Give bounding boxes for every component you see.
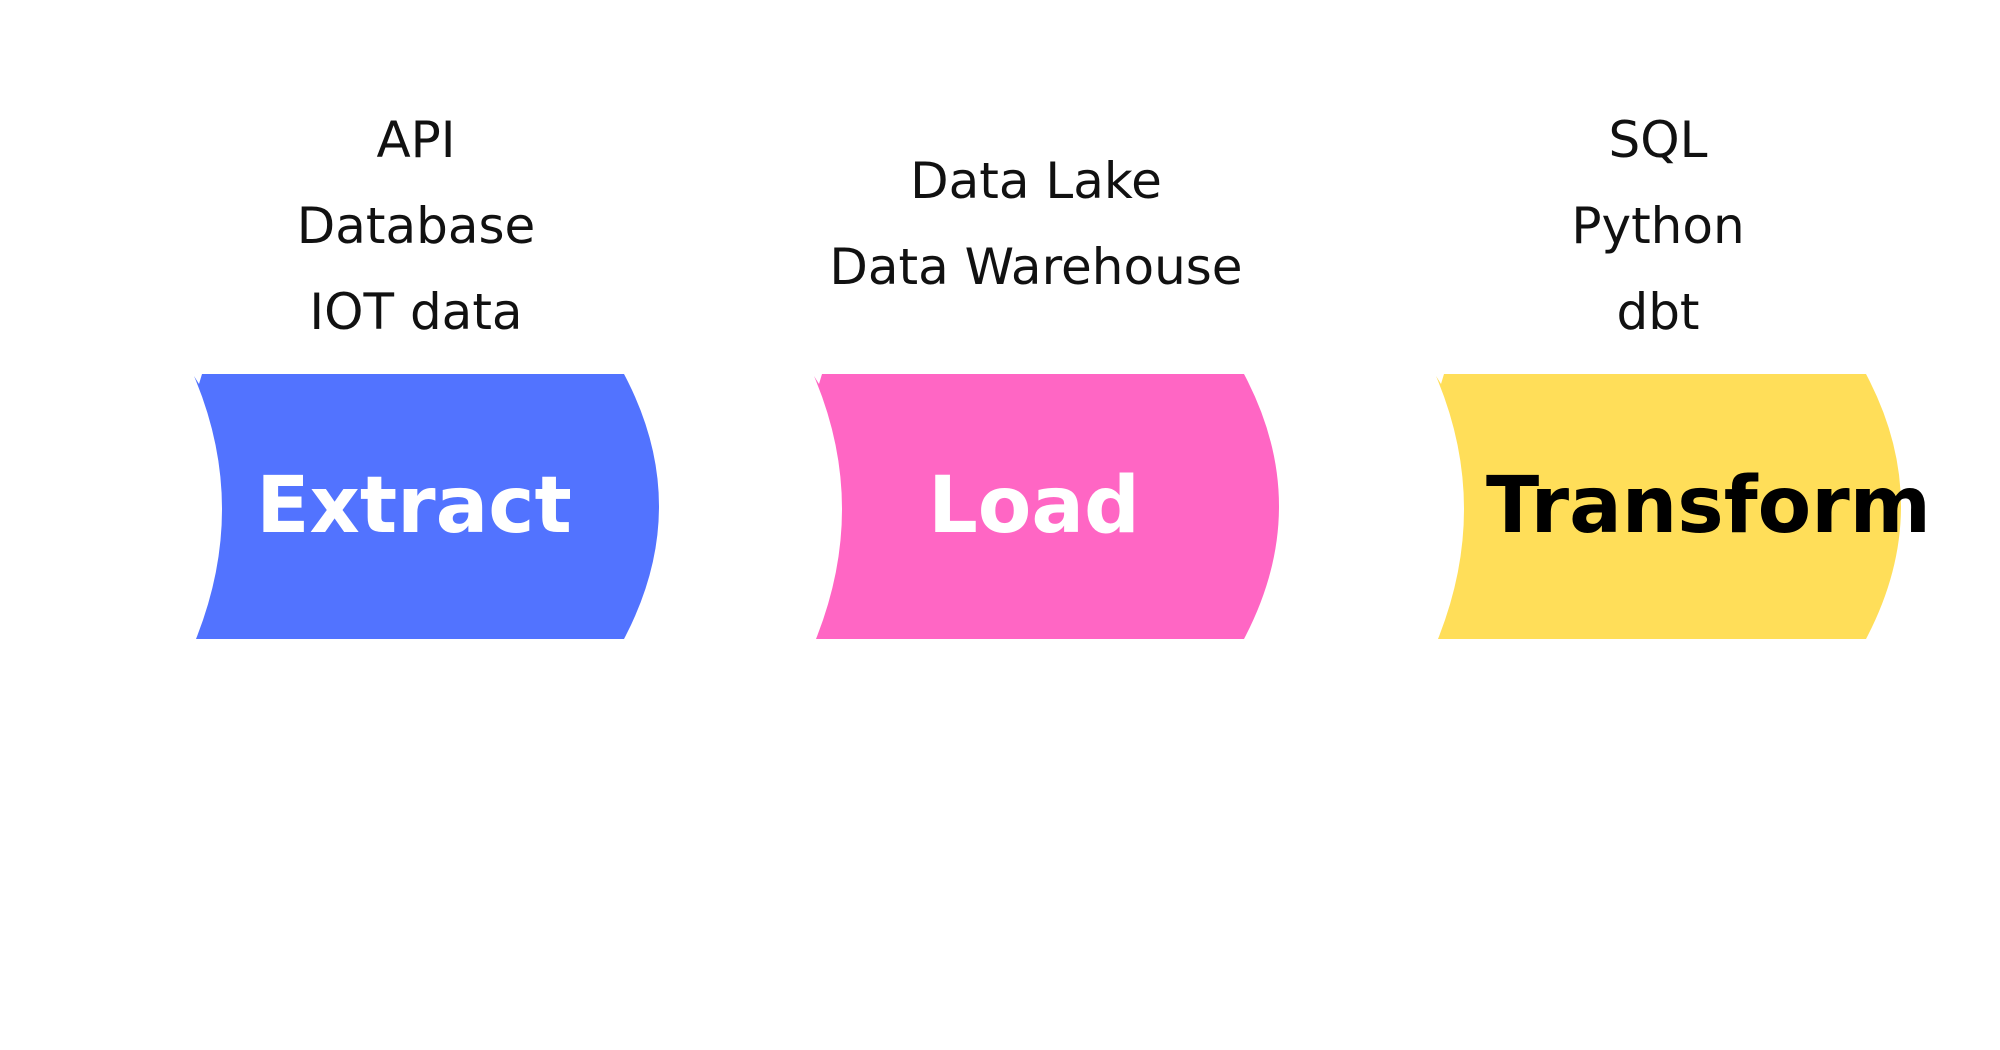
tool-python: Python [1571, 197, 1745, 255]
tool-sql: SQL [1608, 111, 1708, 169]
extract-tools-list: API Database IOT data [106, 97, 726, 355]
load-shape-path [814, 374, 1279, 639]
extract-shape-svg [194, 374, 659, 639]
transform-shape-path [1436, 374, 1901, 639]
transform-tools-list: SQL Python dbt [1348, 97, 1968, 355]
transform-label: Transform [1486, 461, 1931, 551]
stage-transform: SQL Python dbt Transform [1348, 0, 1968, 700]
extract-label: Extract [256, 461, 572, 551]
tool-dbt: dbt [1616, 283, 1700, 341]
extract-shape: Extract [184, 374, 674, 639]
extract-shape-path [194, 374, 659, 639]
stage-extract: API Database IOT data Extract [106, 0, 726, 700]
transform-shape: Transform [1426, 374, 1931, 639]
stage-load: Data Lake Data Warehouse Load [726, 0, 1346, 700]
load-tools-list: Data Lake Data Warehouse [726, 138, 1346, 310]
load-shape: Load [804, 374, 1294, 639]
load-shape-svg [814, 374, 1279, 639]
tool-api: API [376, 111, 456, 169]
transform-shape-svg [1436, 374, 1901, 639]
tool-iot-data: IOT data [309, 283, 523, 341]
load-label: Load [928, 461, 1140, 551]
tool-data-lake: Data Lake [910, 152, 1162, 210]
tool-database: Database [296, 197, 536, 255]
tool-data-warehouse: Data Warehouse [829, 238, 1243, 296]
